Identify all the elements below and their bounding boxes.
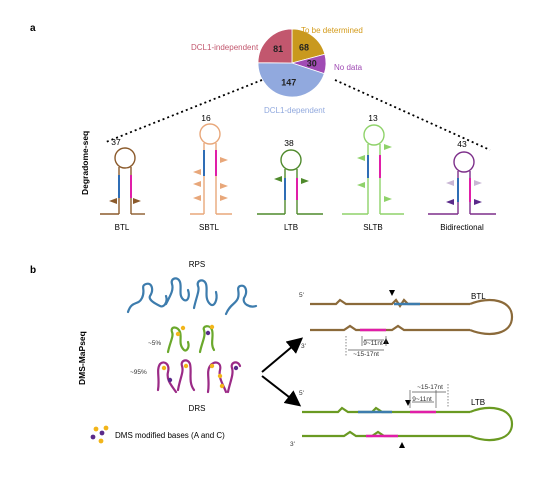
pie-slice-dcl1-dependent [257, 62, 325, 98]
pie-chart: 68 30 147 81 [257, 28, 327, 98]
hairpin-bidirectional: 43 Bidirectional [428, 139, 496, 232]
ltb-outer-length: ~15-17nt [417, 384, 443, 391]
panel-b-label: b [30, 265, 36, 276]
legend-text: DMS modified bases (A and C) [115, 431, 225, 440]
pie-label-dcl1-dependent: DCL1-dependent [264, 106, 326, 115]
ltb-3prime: 3' [290, 441, 295, 448]
label-btl: BTL [115, 223, 130, 232]
magenta-structures [156, 359, 242, 394]
pie-value-to-be-determined: 68 [299, 42, 309, 52]
count-sltb: 13 [368, 113, 378, 123]
arrow-to-btl [261, 337, 304, 373]
expansion-line-left [105, 79, 263, 143]
btl-inner-length: 9~11nt [363, 340, 383, 347]
pie-value-dcl1-independent: 81 [273, 44, 283, 54]
pie-slice-to-be-determined [291, 28, 326, 64]
magenta-dms-marks [161, 363, 239, 389]
degradome-axis-label: Degradome-seq [80, 131, 90, 195]
dms-legend: DMS modified bases (A and C) [90, 425, 225, 444]
label-ltb: LTB [284, 223, 298, 232]
hairpin-btl: 37 BTL [100, 137, 145, 232]
green-dms-marks [175, 324, 215, 337]
rps-label: RPS [189, 260, 205, 269]
ltb-5prime: 5' [299, 390, 304, 397]
count-btl: 37 [111, 137, 121, 147]
pct-5-label: ~5% [148, 340, 161, 347]
green-structures [166, 325, 216, 354]
count-sbtl: 16 [201, 113, 211, 123]
arrow-to-ltb [261, 375, 302, 407]
count-ltb: 38 [284, 138, 294, 148]
ltb-inner-length: 9~11nt [412, 396, 432, 403]
pie-label-no-data: No data [334, 63, 363, 72]
label-sbtl: SBTL [199, 223, 220, 232]
btl-duplex: 5' 3' BTL 9~11nt ~15-17nt [299, 290, 514, 358]
hairpin-ltb: 38 LTB [257, 138, 323, 232]
pie-value-no-data: 30 [307, 59, 317, 69]
pct-95-label: ~95% [130, 369, 147, 376]
btl-5prime: 5' [299, 292, 304, 299]
drs-label: DRS [189, 404, 206, 413]
label-bidirectional: Bidirectional [440, 223, 484, 232]
pie-slice-dcl1-independent [257, 28, 293, 64]
pie-label-dcl1-independent: DCL1-independent [191, 43, 259, 52]
dms-mark-icon [93, 426, 99, 432]
rps-structures [126, 277, 258, 316]
hairpin-categories: 37 BTL 16 SBTL [100, 113, 496, 232]
dms-axis-label: DMS-MaPseq [77, 331, 87, 385]
btl-duplex-label: BTL [471, 292, 486, 301]
pie-value-dcl1-dependent: 147 [281, 77, 296, 87]
hairpin-sbtl: 16 SBTL [190, 113, 232, 232]
pie-label-to-be-determined: To be determined [301, 26, 363, 35]
ltb-duplex-label: LTB [471, 398, 485, 407]
expansion-line-right [334, 79, 491, 151]
btl-3prime: 3' [301, 343, 306, 350]
ltb-duplex: 5' 3' LTB 9~11nt ~15-17nt [290, 384, 514, 448]
label-sltb: SLTB [363, 223, 382, 232]
count-bidirectional: 43 [457, 139, 467, 149]
btl-outer-length: ~15-17nt [353, 351, 379, 358]
panel-a-label: a [30, 23, 36, 34]
hairpin-sltb: 13 SLTB [342, 113, 404, 232]
